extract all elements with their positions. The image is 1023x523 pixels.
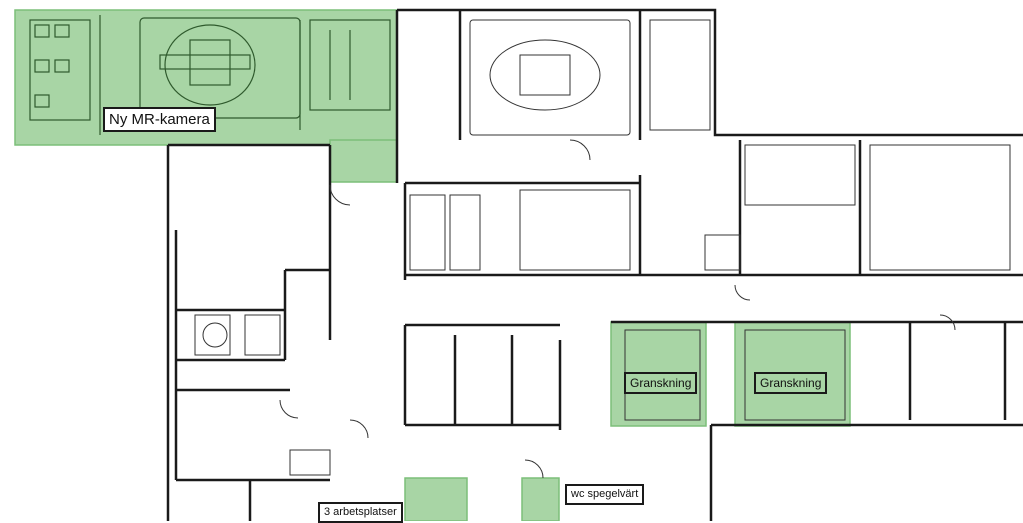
highlight-mr-corridor <box>329 139 398 183</box>
mr-room-details <box>29 15 391 135</box>
walls <box>166 8 1023 521</box>
highlight-workstation-area <box>404 477 468 521</box>
door-swings <box>279 139 956 479</box>
label-wc: wc spegelvärt <box>565 484 645 505</box>
label-exam-room-2: Granskning <box>754 372 828 394</box>
label-mr-camera: Ny MR-kamera <box>103 107 216 132</box>
label-workstations: 3 arbetsplatser <box>318 502 403 523</box>
highlight-wc <box>521 477 560 521</box>
label-exam-room-1: Granskning <box>624 372 698 394</box>
